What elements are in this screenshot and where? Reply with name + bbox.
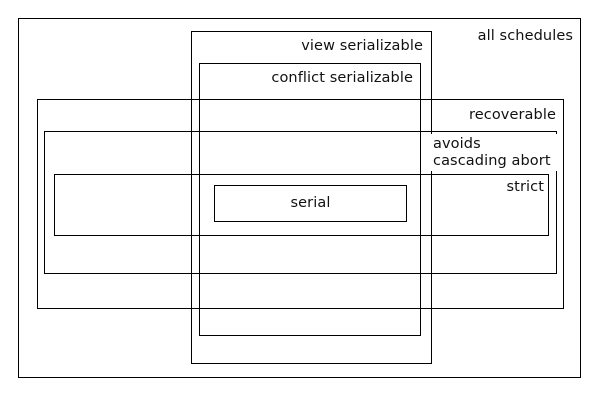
label-avoids-cascading-abort-line2: cascading abort: [433, 153, 551, 169]
region-view-serializable[interactable]: [191, 31, 432, 364]
label-backdrop-avoids-cascading-abort: [431, 134, 557, 171]
label-backdrop-all-schedules: [455, 26, 575, 46]
region-all-schedules[interactable]: [18, 18, 581, 378]
label-recoverable: recoverable: [468, 107, 556, 123]
label-serial: serial: [290, 195, 331, 211]
region-avoids-cascading-abort[interactable]: [44, 131, 557, 274]
region-conflict-serializable[interactable]: [199, 63, 421, 336]
label-backdrop-recoverable: [450, 105, 558, 125]
label-strict: strict: [506, 179, 544, 195]
region-serial[interactable]: [214, 185, 407, 222]
label-backdrop-strict: [460, 177, 546, 197]
region-recoverable[interactable]: [37, 99, 564, 309]
label-backdrop-view-serializable: [270, 36, 425, 56]
label-all-schedules: all schedules: [477, 28, 573, 44]
label-view-serializable: view serializable: [301, 38, 423, 54]
region-strict[interactable]: [54, 174, 549, 236]
label-avoids-cascading-abort-line1: avoids: [433, 136, 481, 152]
label-backdrop-serial: [270, 194, 350, 214]
label-conflict-serializable: conflict serializable: [271, 70, 413, 86]
label-backdrop-conflict-serializable: [235, 68, 415, 88]
